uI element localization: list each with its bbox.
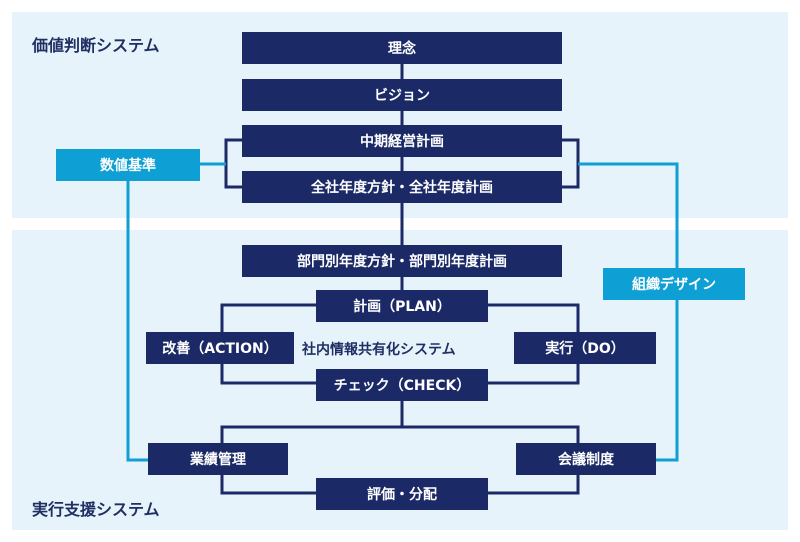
performance-management-box: 業績管理 (148, 443, 288, 475)
numeric-standard-box: 数値基準 (56, 149, 200, 181)
action-box: 改善（ACTION） (146, 332, 294, 364)
value-judgment-title: 価値判断システム (32, 36, 160, 55)
rinen-box: 理念 (242, 32, 562, 64)
org-design-box: 組織デザイン (603, 268, 745, 300)
company-annual-box: 全社年度方針・全社年度計画 (242, 171, 562, 203)
info-sharing-system-label: 社内情報共有化システム (302, 342, 456, 358)
vision-box: ビジョン (242, 79, 562, 111)
check-box: チェック（CHECK） (316, 369, 488, 401)
do-box: 実行（DO） (514, 332, 656, 364)
meeting-system-box: 会議制度 (516, 443, 656, 475)
midterm-plan-box: 中期経営計画 (242, 125, 562, 157)
dept-annual-box: 部門別年度方針・部門別年度計画 (242, 245, 562, 277)
execution-support-title: 実行支援システム (32, 500, 160, 519)
plan-box: 計画（PLAN） (316, 290, 488, 322)
evaluation-distribution-box: 評価・分配 (316, 478, 488, 510)
